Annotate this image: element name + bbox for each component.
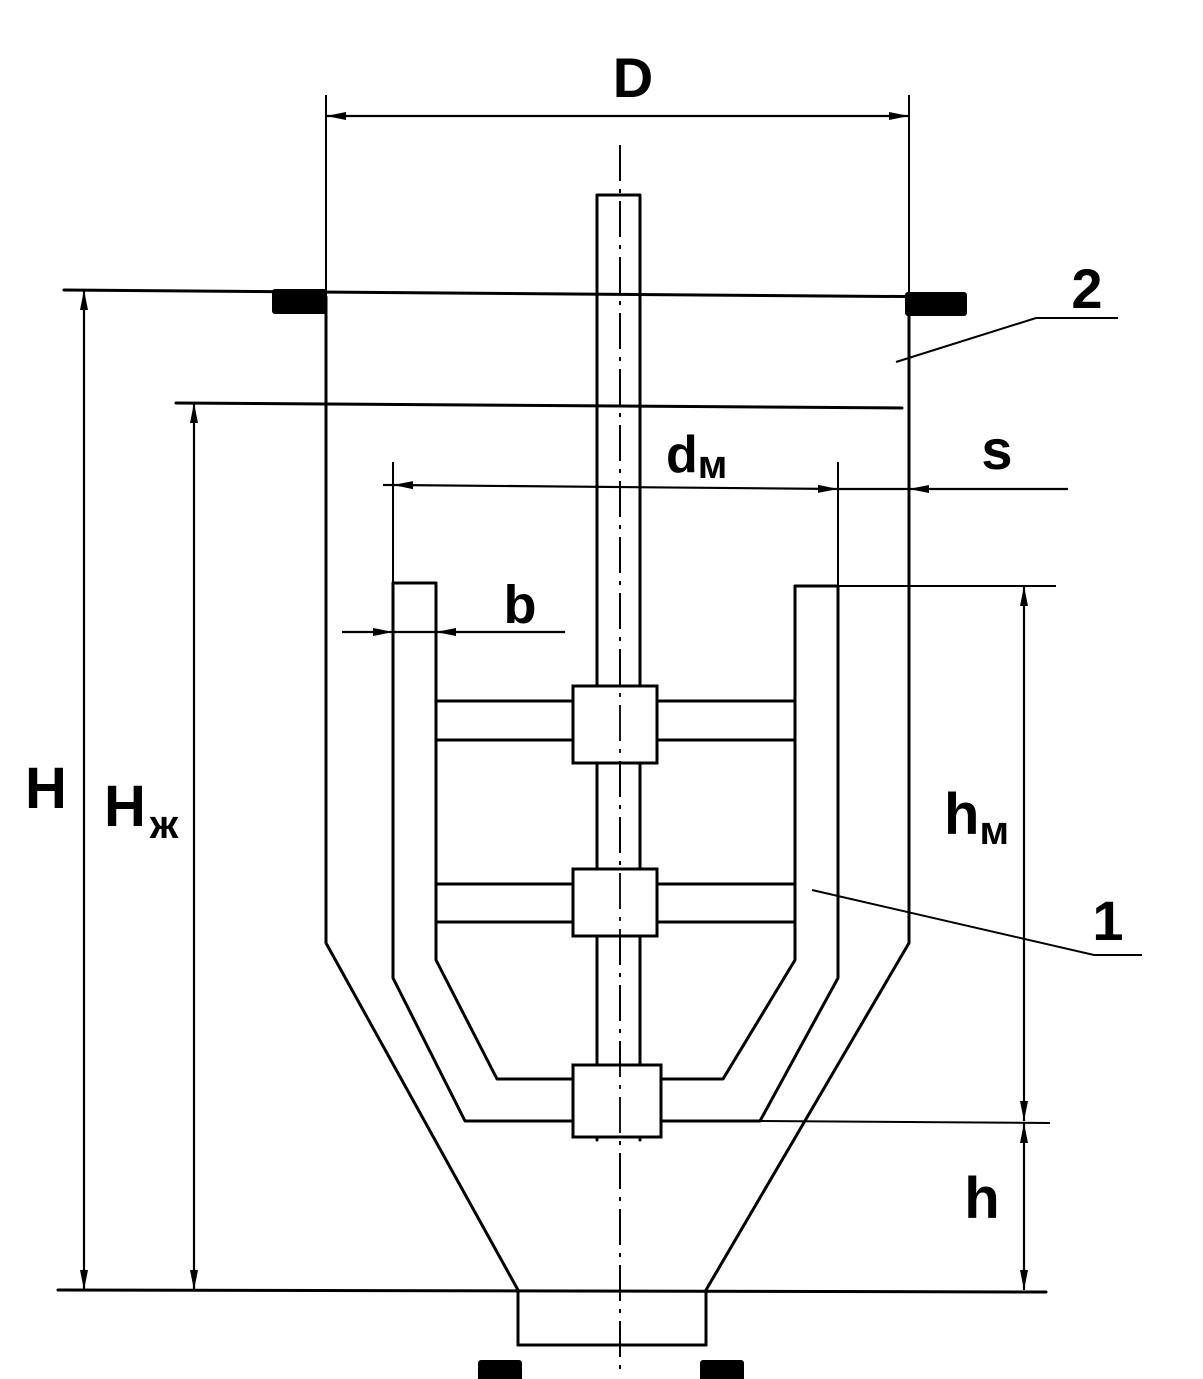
label-part-1: 1 (1092, 889, 1123, 952)
label-hm-sub: м (979, 809, 1009, 853)
agitator-inner (391, 581, 797, 1081)
label-part-2: 2 (1071, 257, 1102, 320)
label-dm: dм (666, 426, 727, 487)
bottom-baseline (56, 1288, 1048, 1294)
part-2-leader (895, 317, 1118, 363)
label-dm-main: d (666, 426, 698, 484)
label-H-liquid-sub: ж (149, 803, 179, 847)
liquid-level-line (174, 401, 904, 410)
label-b: b (504, 575, 537, 635)
bottom-flange-left (478, 1360, 522, 1379)
top-flange-left (272, 289, 327, 314)
label-h: h (964, 1166, 999, 1231)
vessel-top-line (62, 288, 964, 299)
crossbar-middle (434, 882, 797, 924)
crossbar-upper (434, 699, 797, 742)
label-H-liquid-main: H (104, 774, 146, 839)
bottom-flange-right (700, 1360, 744, 1379)
label-hm-main: h (944, 782, 979, 847)
part-1-leader (811, 889, 1142, 956)
top-flange-right (905, 292, 967, 316)
label-s: s (981, 418, 1012, 481)
hub-lower (571, 1063, 663, 1139)
agitator-outer (391, 581, 840, 1123)
hub-middle (571, 867, 659, 938)
hub-upper (571, 684, 659, 765)
label-dm-sub: м (698, 443, 728, 487)
label-H: H (25, 756, 67, 821)
vessel-outline (324, 295, 911, 1347)
dm-dimension-line (392, 481, 839, 493)
hm-extension-bottom (759, 1120, 1051, 1124)
shaft (595, 193, 642, 1142)
label-D: D (613, 46, 653, 109)
label-hm: hм (944, 782, 1009, 853)
